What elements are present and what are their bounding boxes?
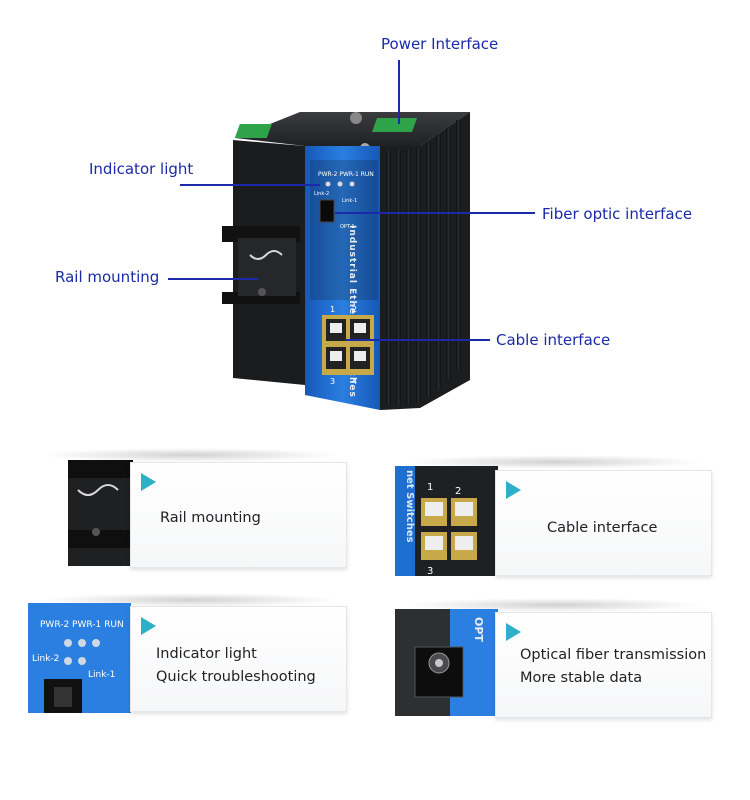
fiber-closeup-image: OPT (395, 609, 498, 716)
rail-photo (28, 460, 133, 566)
port-number-2: 2 (352, 305, 357, 314)
link2-text: Link-2 (314, 191, 329, 197)
rail-closeup-image (28, 460, 133, 566)
fiber-card-line1: Optical fiber transmission (520, 647, 707, 663)
rj45-port-block (322, 315, 374, 375)
fiber-photo: OPT (395, 609, 498, 716)
cable-card-panel: Cable interface (495, 470, 712, 576)
indicator-card-line2: Quick troubleshooting (156, 669, 316, 685)
cable-card-line1: Cable interface (547, 520, 658, 536)
fiber-leader-line (335, 212, 535, 214)
photo-link2: Link-2 (32, 654, 59, 664)
led-pwr2 (325, 181, 331, 187)
port-number-1: 1 (330, 305, 335, 314)
cable-interface-label: Cable interface (496, 331, 611, 349)
indicator-leader-line (180, 184, 320, 186)
ground-screw (350, 112, 362, 124)
port-number-4: 4 (352, 377, 357, 386)
card-shadow (405, 598, 705, 612)
heatsink-fins (386, 120, 461, 405)
rail-card-line1: Rail mounting (160, 510, 261, 526)
photo-opt-text: OPT (472, 617, 485, 642)
indicator-card-panel: Indicator light Quick troubleshooting (130, 606, 347, 712)
play-arrow-icon (141, 617, 156, 635)
fiber-optic-label: Fiber optic interface (542, 205, 693, 223)
card-shadow (40, 448, 340, 462)
rj45-closeup-image: net Switches 1 2 3 (395, 466, 498, 576)
photo-port-1: 1 (427, 482, 433, 493)
indicator-light-label: Indicator light (89, 160, 194, 178)
rail-leader-line (168, 278, 258, 280)
photo-port-2: 2 (455, 486, 461, 497)
terminal-block-right (371, 118, 418, 132)
brand-vertical-text: Industrial Ethernet Switches (347, 225, 357, 398)
led-closeup-image: PWR-2 PWR-1 RUN Link-2 Link-1 (28, 603, 131, 713)
play-arrow-icon (141, 473, 156, 491)
cable-photo: net Switches 1 2 3 (395, 466, 498, 576)
indicator-photo: PWR-2 PWR-1 RUN Link-2 Link-1 (28, 603, 131, 713)
photo-port-3: 3 (427, 566, 433, 576)
led-header-text: PWR-2 PWR-1 RUN (318, 171, 374, 178)
play-arrow-icon (506, 623, 521, 641)
cable-leader-line (345, 339, 490, 341)
switch-device-image: PWR-2 PWR-1 RUN Link-2 Link-1 OPT-1 Indu… (222, 112, 470, 410)
fiber-card-panel: Optical fiber transmission More stable d… (495, 612, 712, 718)
fiber-port (319, 199, 335, 223)
port-number-3: 3 (330, 377, 335, 386)
led-pwr1 (337, 181, 343, 187)
photo-link1: Link-1 (88, 670, 115, 680)
play-arrow-icon (506, 481, 521, 499)
opt-text: OPT-1 (340, 224, 355, 230)
rail-mounting-label: Rail mounting (55, 268, 160, 286)
photo-led-header: PWR-2 PWR-1 RUN (40, 620, 124, 630)
product-illustration: PWR-2 PWR-1 RUN Link-2 Link-1 OPT-1 Indu… (55, 35, 693, 410)
led-run (349, 181, 355, 187)
fiber-card-line2: More stable data (520, 670, 643, 686)
link1-text: Link-1 (342, 198, 357, 204)
indicator-card-line1: Indicator light (156, 646, 257, 662)
rail-card-panel: Rail mounting (130, 462, 347, 568)
power-leader-line (398, 60, 400, 124)
photo-brand-text: net Switches (404, 470, 415, 543)
power-interface-label: Power Interface (381, 35, 499, 53)
terminal-block-left (234, 124, 272, 138)
card-shadow (405, 455, 705, 469)
